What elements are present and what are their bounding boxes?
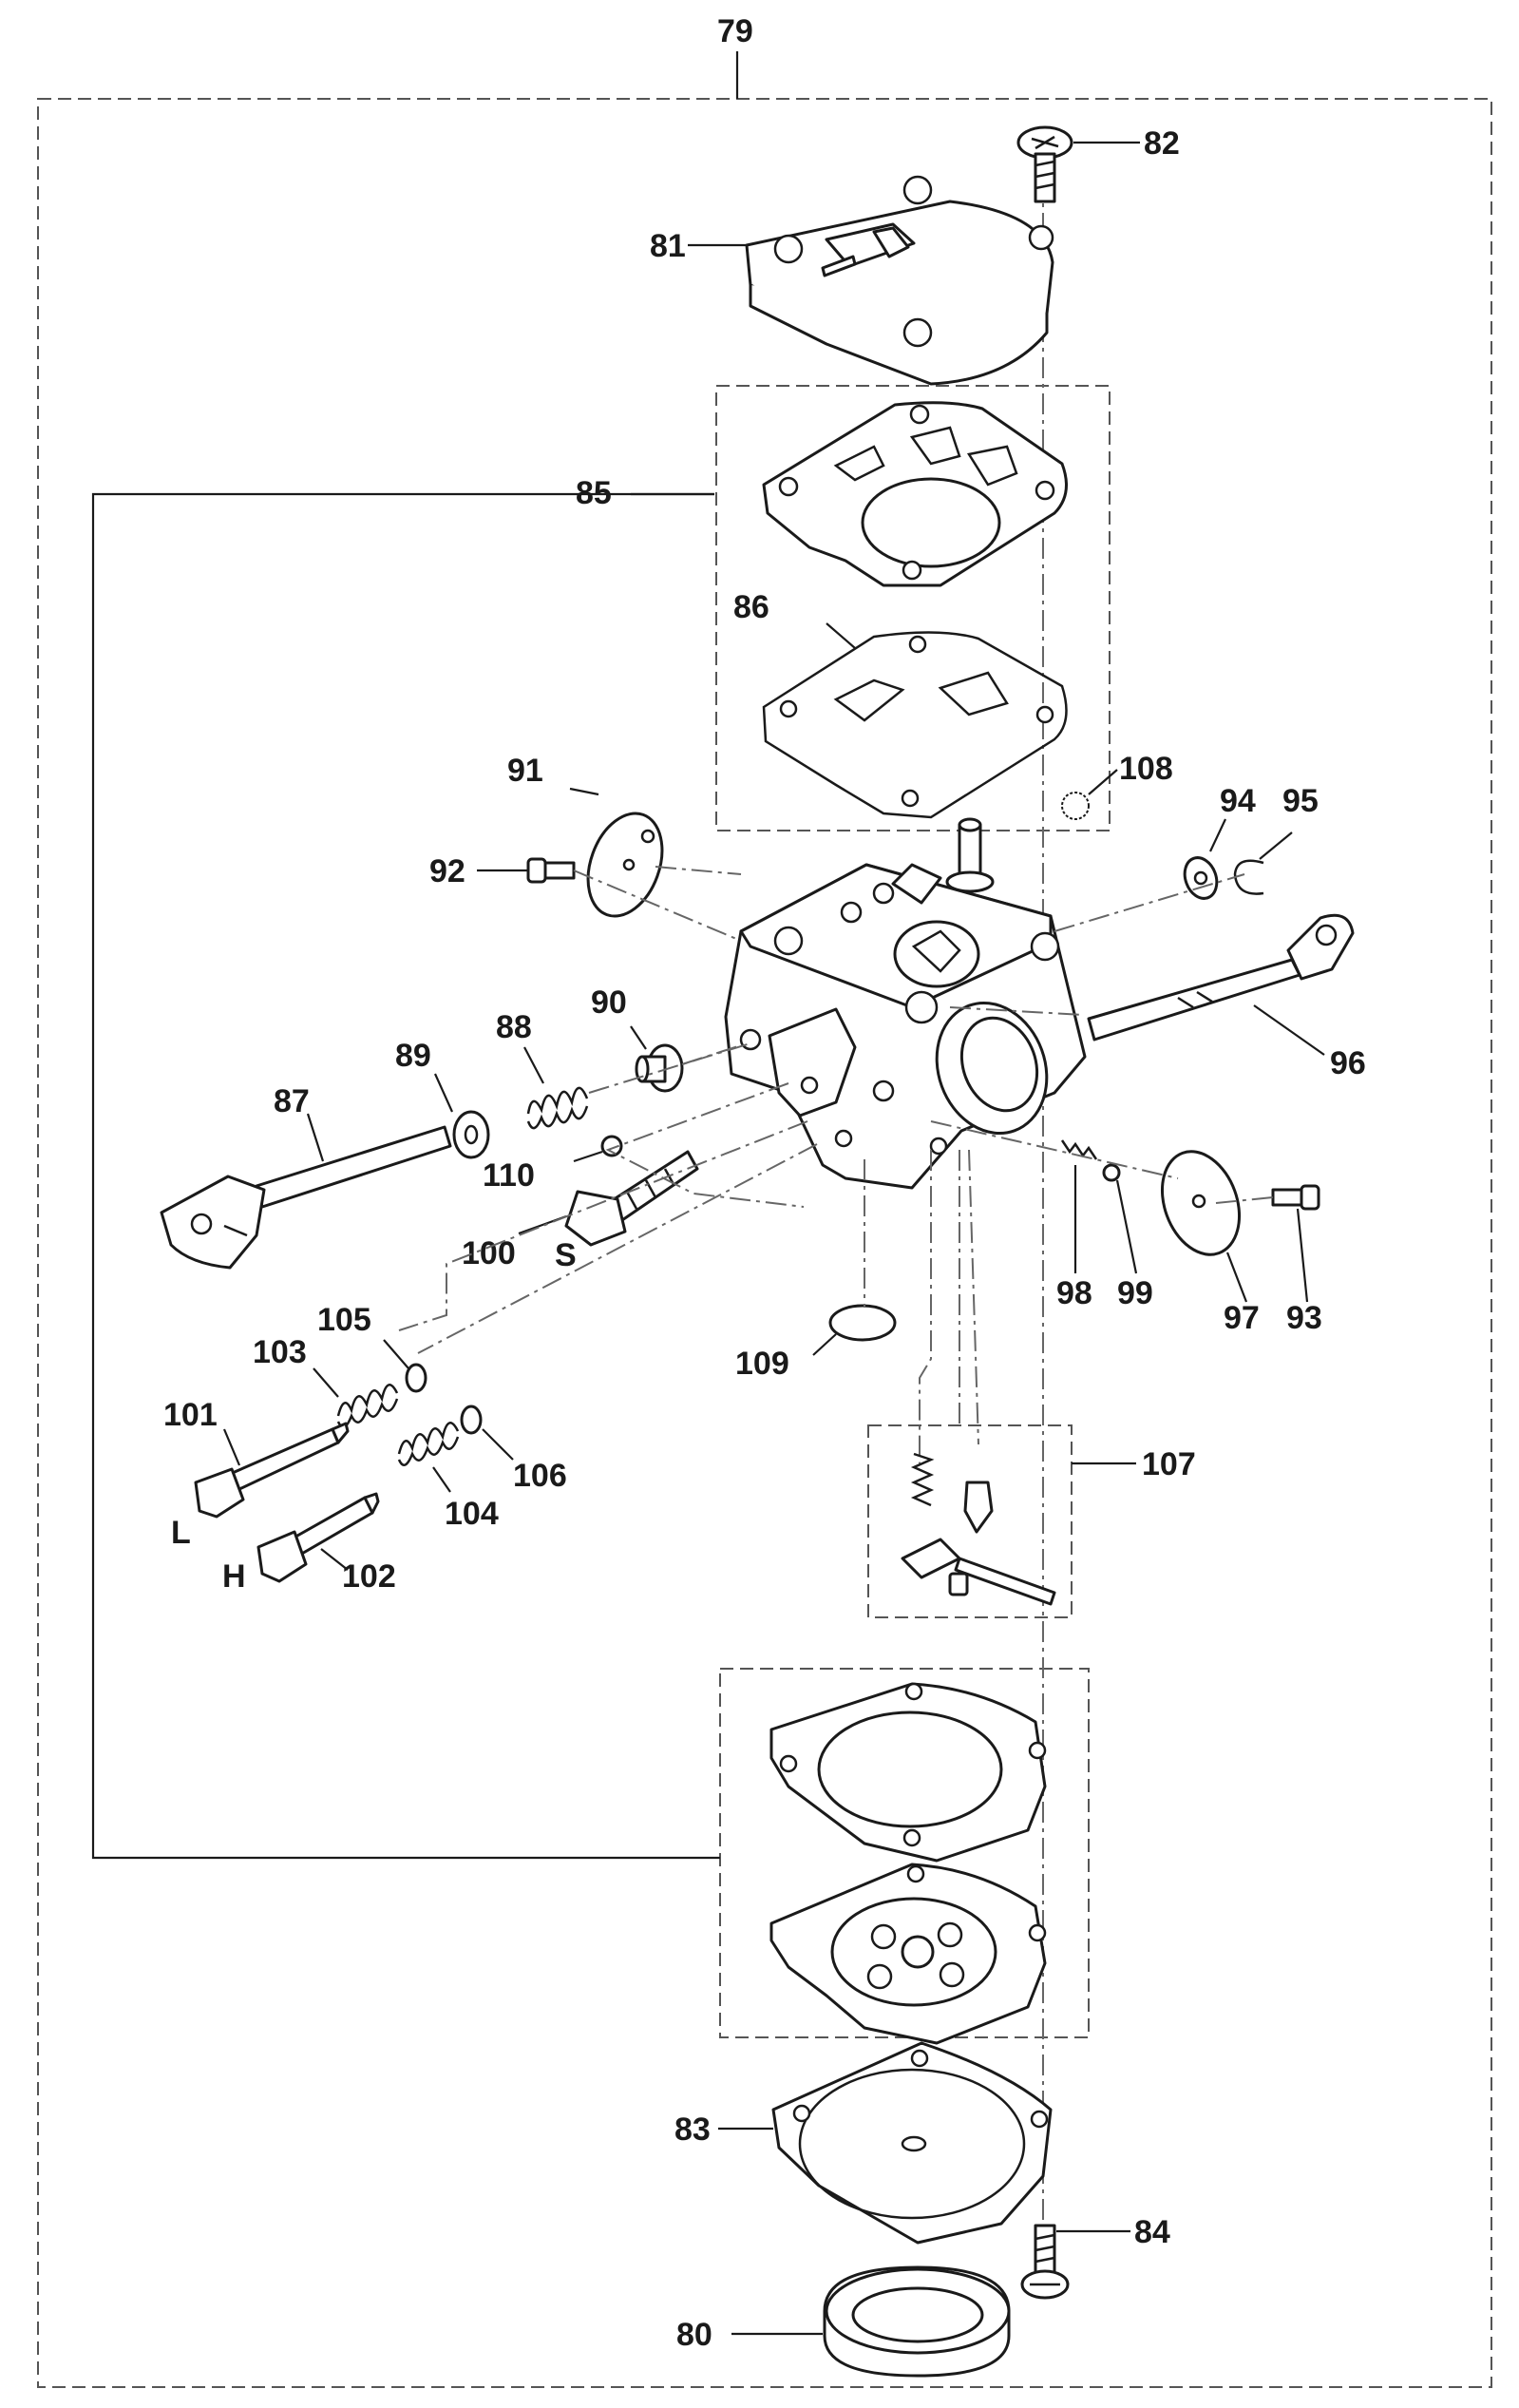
label-106: 106 <box>513 1458 567 1494</box>
part-87-choke-shaft <box>160 1125 452 1270</box>
part-101-low-needle <box>194 1422 350 1519</box>
label-87: 87 <box>274 1083 310 1119</box>
part-82-screw <box>1016 125 1073 203</box>
part-102-high-needle <box>256 1492 380 1583</box>
part-inlet-fitting <box>945 817 995 893</box>
label-91: 91 <box>507 753 543 789</box>
part-91-throttle-plate <box>586 812 664 918</box>
part-99-ball <box>1102 1163 1121 1182</box>
part-100-idle-screw <box>564 1150 699 1247</box>
label-94: 94 <box>1220 783 1256 819</box>
part-103-spring <box>336 1384 399 1428</box>
label-107: 107 <box>1142 1446 1196 1482</box>
label-101: 101 <box>163 1397 218 1433</box>
part-89-washer <box>452 1110 490 1159</box>
part-98-spring <box>1060 1139 1098 1160</box>
label-82: 82 <box>1144 125 1180 162</box>
label-80: 80 <box>676 2317 712 2353</box>
part-106-o-ring <box>460 1405 483 1435</box>
part-85-lower-diaphragm <box>769 1863 1047 2045</box>
part-81-pump-cover <box>745 175 1054 386</box>
part-95-clip <box>1233 859 1264 895</box>
part-80-seal-ring <box>823 2265 1011 2378</box>
label-83: 83 <box>674 2112 711 2148</box>
part-107-needle-kit <box>901 1452 1056 1606</box>
label-99: 99 <box>1117 1275 1153 1311</box>
carburetor-body <box>724 863 1087 1190</box>
label-92: 92 <box>429 853 465 889</box>
label-85: 85 <box>576 475 612 511</box>
part-85-lower-gasket <box>769 1682 1047 1863</box>
part-105-o-ring <box>405 1363 427 1393</box>
label-98: 98 <box>1056 1275 1092 1311</box>
label-100: 100 <box>462 1235 516 1271</box>
part-92-screw <box>526 857 576 884</box>
part-94-washer <box>1183 856 1219 900</box>
label-97: 97 <box>1224 1300 1260 1336</box>
part-109-gasket-ring <box>828 1304 897 1342</box>
part-110-ball <box>600 1135 623 1157</box>
part-104-spring <box>397 1422 460 1466</box>
part-90-washer <box>635 1043 684 1093</box>
label-86: 86 <box>733 589 769 625</box>
assembly-boundary <box>37 98 1492 2388</box>
label-93: 93 <box>1286 1300 1322 1336</box>
part-108-screen <box>1061 792 1090 820</box>
label-102: 102 <box>342 1558 396 1595</box>
label-105: 105 <box>317 1302 371 1338</box>
label-103: 103 <box>253 1334 307 1370</box>
label-h: H <box>222 1558 246 1595</box>
part-88-spring <box>526 1086 589 1130</box>
part-86-metering-plate <box>762 631 1068 819</box>
label-109: 109 <box>735 1346 789 1382</box>
label-81: 81 <box>650 228 686 264</box>
label-79: 79 <box>717 13 753 49</box>
label-95: 95 <box>1282 783 1319 819</box>
label-104: 104 <box>445 1496 499 1532</box>
part-85-gasket <box>762 401 1068 587</box>
label-l: L <box>171 1515 191 1551</box>
part-97-plate <box>1160 1150 1242 1256</box>
label-108: 108 <box>1119 751 1173 787</box>
label-110: 110 <box>483 1157 535 1194</box>
part-93-screw <box>1271 1184 1320 1211</box>
label-s: S <box>555 1237 577 1273</box>
part-84-screw <box>1020 2224 1070 2300</box>
label-96: 96 <box>1330 1045 1366 1081</box>
part-96-throttle-shaft <box>1087 913 1355 1042</box>
label-89: 89 <box>395 1038 431 1074</box>
label-84: 84 <box>1134 2214 1170 2250</box>
part-83-diaphragm-cover <box>771 2041 1053 2245</box>
label-88: 88 <box>496 1009 532 1045</box>
label-90: 90 <box>591 984 627 1021</box>
needle-kit-box <box>867 1424 1073 1618</box>
